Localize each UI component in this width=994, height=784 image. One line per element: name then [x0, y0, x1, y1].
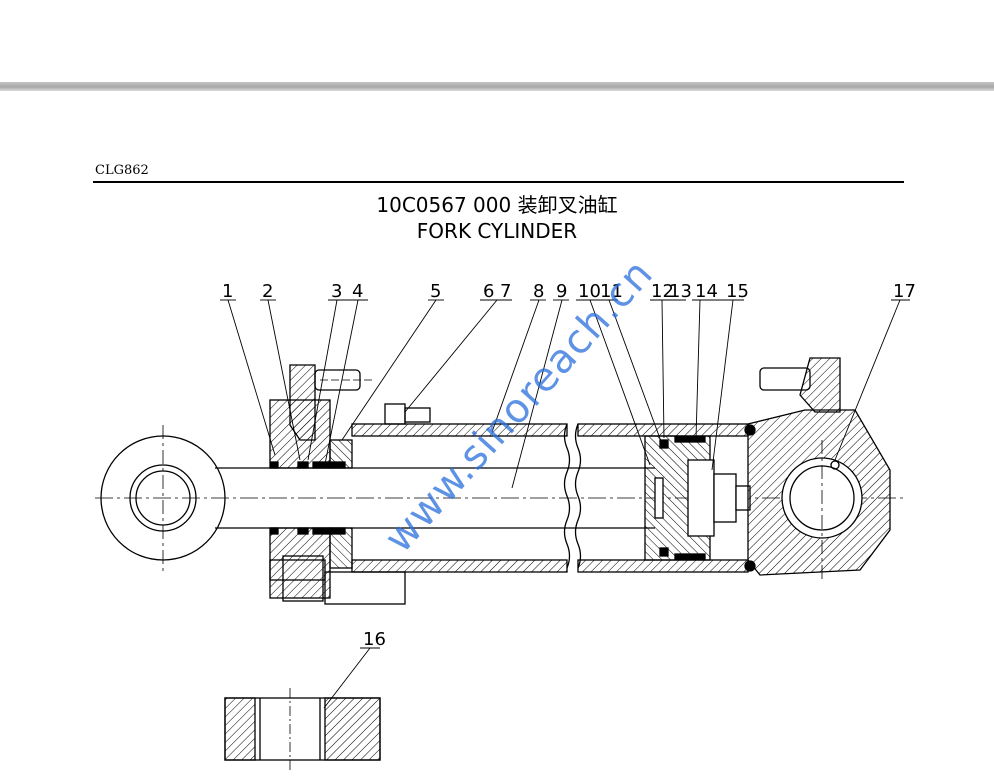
gland-assembly — [269, 399, 431, 605]
top-divider-bar — [0, 82, 994, 91]
detail-16-section — [224, 688, 381, 770]
callout-13: 13 — [669, 281, 692, 302]
callout-5: 5 — [430, 281, 441, 302]
callout-17: 17 — [893, 281, 916, 302]
callout-1: 1 — [222, 281, 233, 302]
callout-9: 9 — [556, 281, 567, 302]
callout-14: 14 — [695, 281, 718, 302]
model-label: CLG862 — [95, 163, 149, 178]
piston — [644, 435, 751, 561]
callout-16: 16 — [363, 629, 386, 650]
callout-10: 10 — [578, 281, 601, 302]
callout-6: 6 — [483, 281, 494, 302]
callout-15: 15 — [726, 281, 749, 302]
callout-12: 12 — [651, 281, 674, 302]
callout-11: 11 — [600, 281, 623, 302]
part-code-title: 10C0567 000 装卸叉油缸 — [376, 193, 618, 217]
callout-labels: 1 2 3 4 5 6 7 8 9 10 11 12 13 14 15 16 1… — [222, 281, 916, 650]
callout-8: 8 — [533, 281, 544, 302]
header-rule — [93, 181, 904, 183]
callout-7: 7 — [500, 281, 511, 302]
port-fitting-left — [289, 364, 372, 441]
callout-3: 3 — [331, 281, 342, 302]
callout-2: 2 — [262, 281, 273, 302]
leader-lines — [227, 299, 901, 709]
callout-4: 4 — [352, 281, 363, 302]
english-title: FORK CYLINDER — [416, 219, 578, 243]
cylinder-tube — [351, 423, 756, 573]
callout-underlines — [220, 299, 910, 649]
rod-eye — [100, 425, 270, 575]
cap-end — [747, 357, 891, 580]
